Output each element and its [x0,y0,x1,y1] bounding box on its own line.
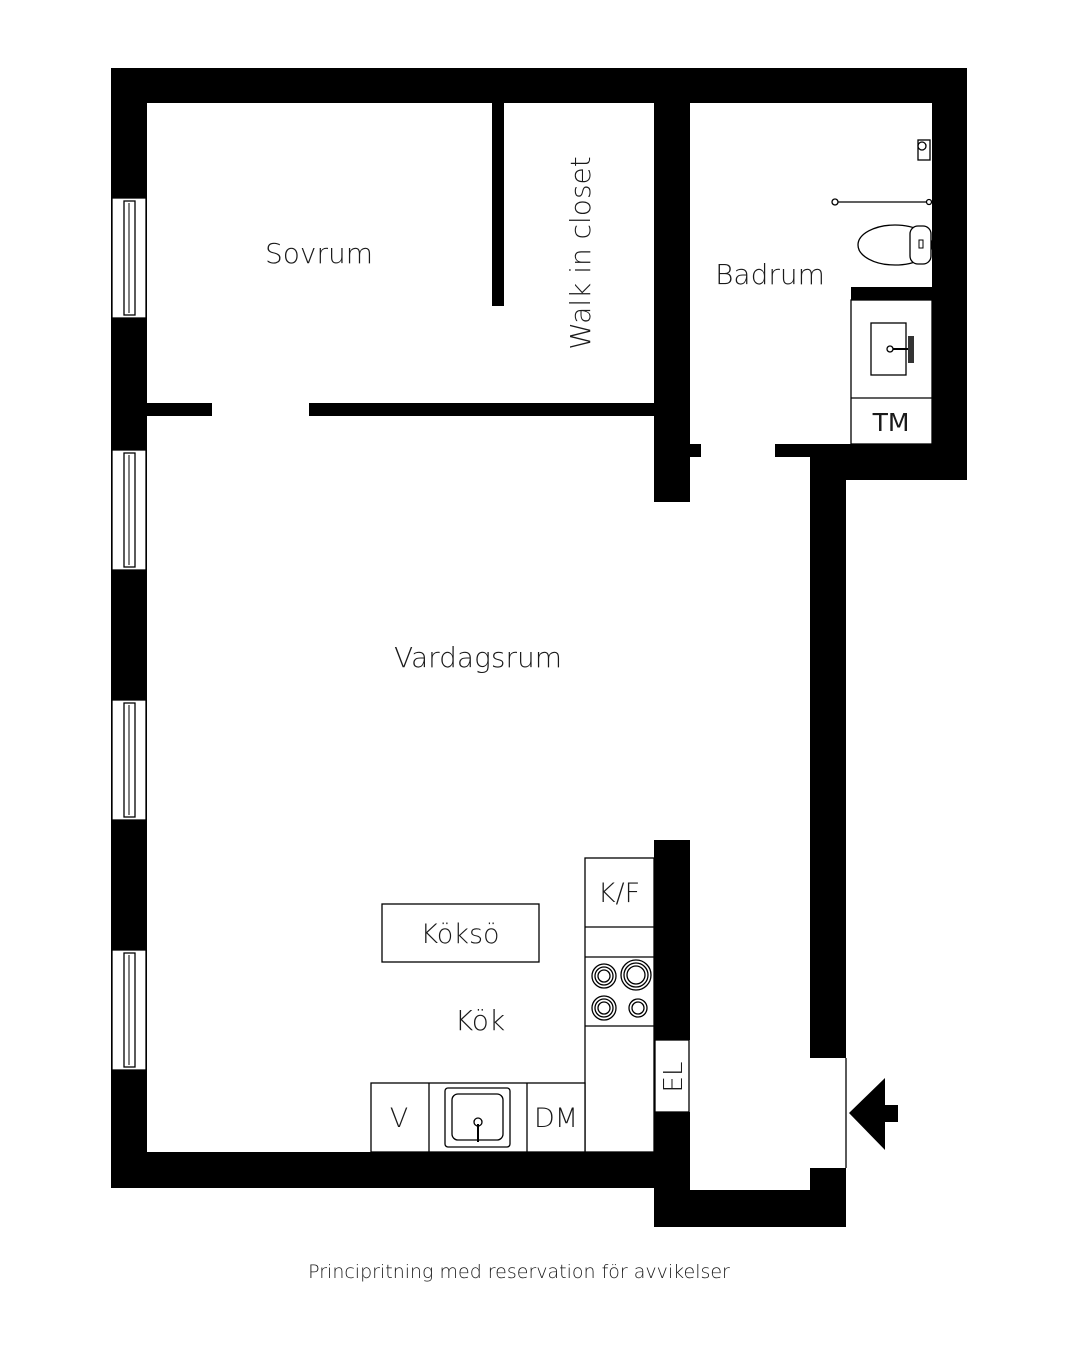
v-label: V [390,1103,408,1134]
window [111,699,147,821]
entrance-arrow-icon [849,1078,898,1150]
electrical-cabinet [654,1039,690,1113]
window [111,449,147,571]
sink-icon [870,322,914,376]
kitchen-island-label: Köksö [420,919,499,950]
el-label: EL [659,1062,689,1093]
room-label-vardagsrum: Vardagsrum [394,641,562,674]
dm-label: DM [534,1103,578,1134]
windows [111,197,147,1071]
kitchen-island [381,903,540,963]
kitchen-sink-icon [444,1087,511,1148]
window [111,949,147,1071]
window [111,197,147,319]
kitchen-counter-side [584,857,655,1153]
kf-label: K/F [598,878,640,909]
tm-label: TM [872,408,910,437]
room-label-badrum: Badrum [715,258,825,291]
toilet-icon [857,224,933,266]
shower-icon [831,139,933,206]
room-label-walk-in-closet: Walk in closet [564,156,597,349]
stove-icon [591,959,652,1021]
room-label-kok: Kök [455,1004,505,1037]
room-label-sovrum: Sovrum [265,237,373,270]
footer-disclaimer: Principritning med reservation för avvik… [308,1261,730,1283]
